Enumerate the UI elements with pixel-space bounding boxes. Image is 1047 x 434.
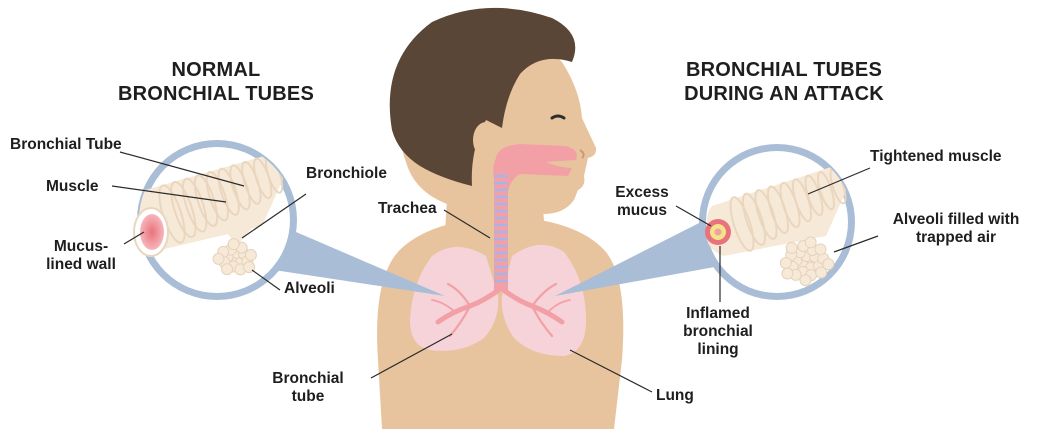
label-excess-mucus: Excess mucus: [604, 184, 680, 220]
alveolus: [228, 239, 239, 250]
alveolus: [780, 257, 791, 268]
alveolus: [222, 264, 233, 275]
label-mucus-lined-wall-line1: Mucus-: [36, 238, 126, 256]
attack-heading-line2: DURING AN ATTACK: [652, 82, 916, 106]
trachea-tube: [494, 170, 508, 290]
label-trachea: Trachea: [378, 200, 437, 218]
alveolus: [815, 244, 826, 255]
label-excess-mucus-line1: Excess: [604, 184, 680, 202]
alveolus: [245, 250, 256, 261]
label-excess-mucus-line2: mucus: [604, 202, 680, 220]
label-tightened-muscle: Tightened muscle: [870, 148, 1002, 166]
alveolus: [805, 237, 816, 248]
normal-bronchial-circle: [130, 140, 297, 300]
normal-heading: NORMAL BRONCHIAL TUBES: [100, 58, 332, 106]
label-alveoli-trapped-air: Alveoli filled with trapped air: [872, 211, 1040, 247]
label-mucus-lined-wall: Mucus- lined wall: [36, 238, 126, 274]
ear: [473, 122, 499, 158]
alveolus: [782, 268, 793, 279]
label-center-bronchial-tube-line1: Bronchial: [258, 370, 358, 388]
attack-bronchial-circle: [699, 144, 855, 300]
alveolus: [823, 259, 834, 270]
label-inflamed-line3: lining: [668, 341, 768, 359]
narrowed-airway-opening: [715, 229, 722, 236]
label-alveoli: Alveoli: [284, 280, 335, 298]
label-mucus-lined-wall-line2: lined wall: [36, 256, 126, 274]
label-center-bronchial-tube-line2: tube: [258, 388, 358, 406]
alveolus: [786, 242, 797, 253]
label-inflamed-line1: Inflamed: [668, 305, 768, 323]
label-bronchiole: Bronchiole: [306, 165, 387, 183]
label-inflamed-line2: bronchial: [668, 323, 768, 341]
label-muscle: Muscle: [46, 178, 99, 196]
alveolus: [800, 275, 811, 286]
attack-heading-line1: BRONCHIAL TUBES: [652, 58, 916, 82]
label-alveoli-trapped-air-line1: Alveoli filled with: [872, 211, 1040, 229]
normal-heading-line2: BRONCHIAL TUBES: [100, 82, 332, 106]
alveolus: [213, 253, 224, 264]
label-center-bronchial-tube: Bronchial tube: [258, 370, 358, 406]
normal-heading-line1: NORMAL: [100, 58, 332, 82]
label-alveoli-trapped-air-line2: trapped air: [872, 229, 1040, 247]
label-bronchial-tube: Bronchial Tube: [10, 136, 122, 154]
label-lung: Lung: [656, 387, 694, 405]
label-inflamed-bronchial-lining: Inflamed bronchial lining: [668, 305, 768, 359]
attack-heading: BRONCHIAL TUBES DURING AN ATTACK: [652, 58, 916, 106]
